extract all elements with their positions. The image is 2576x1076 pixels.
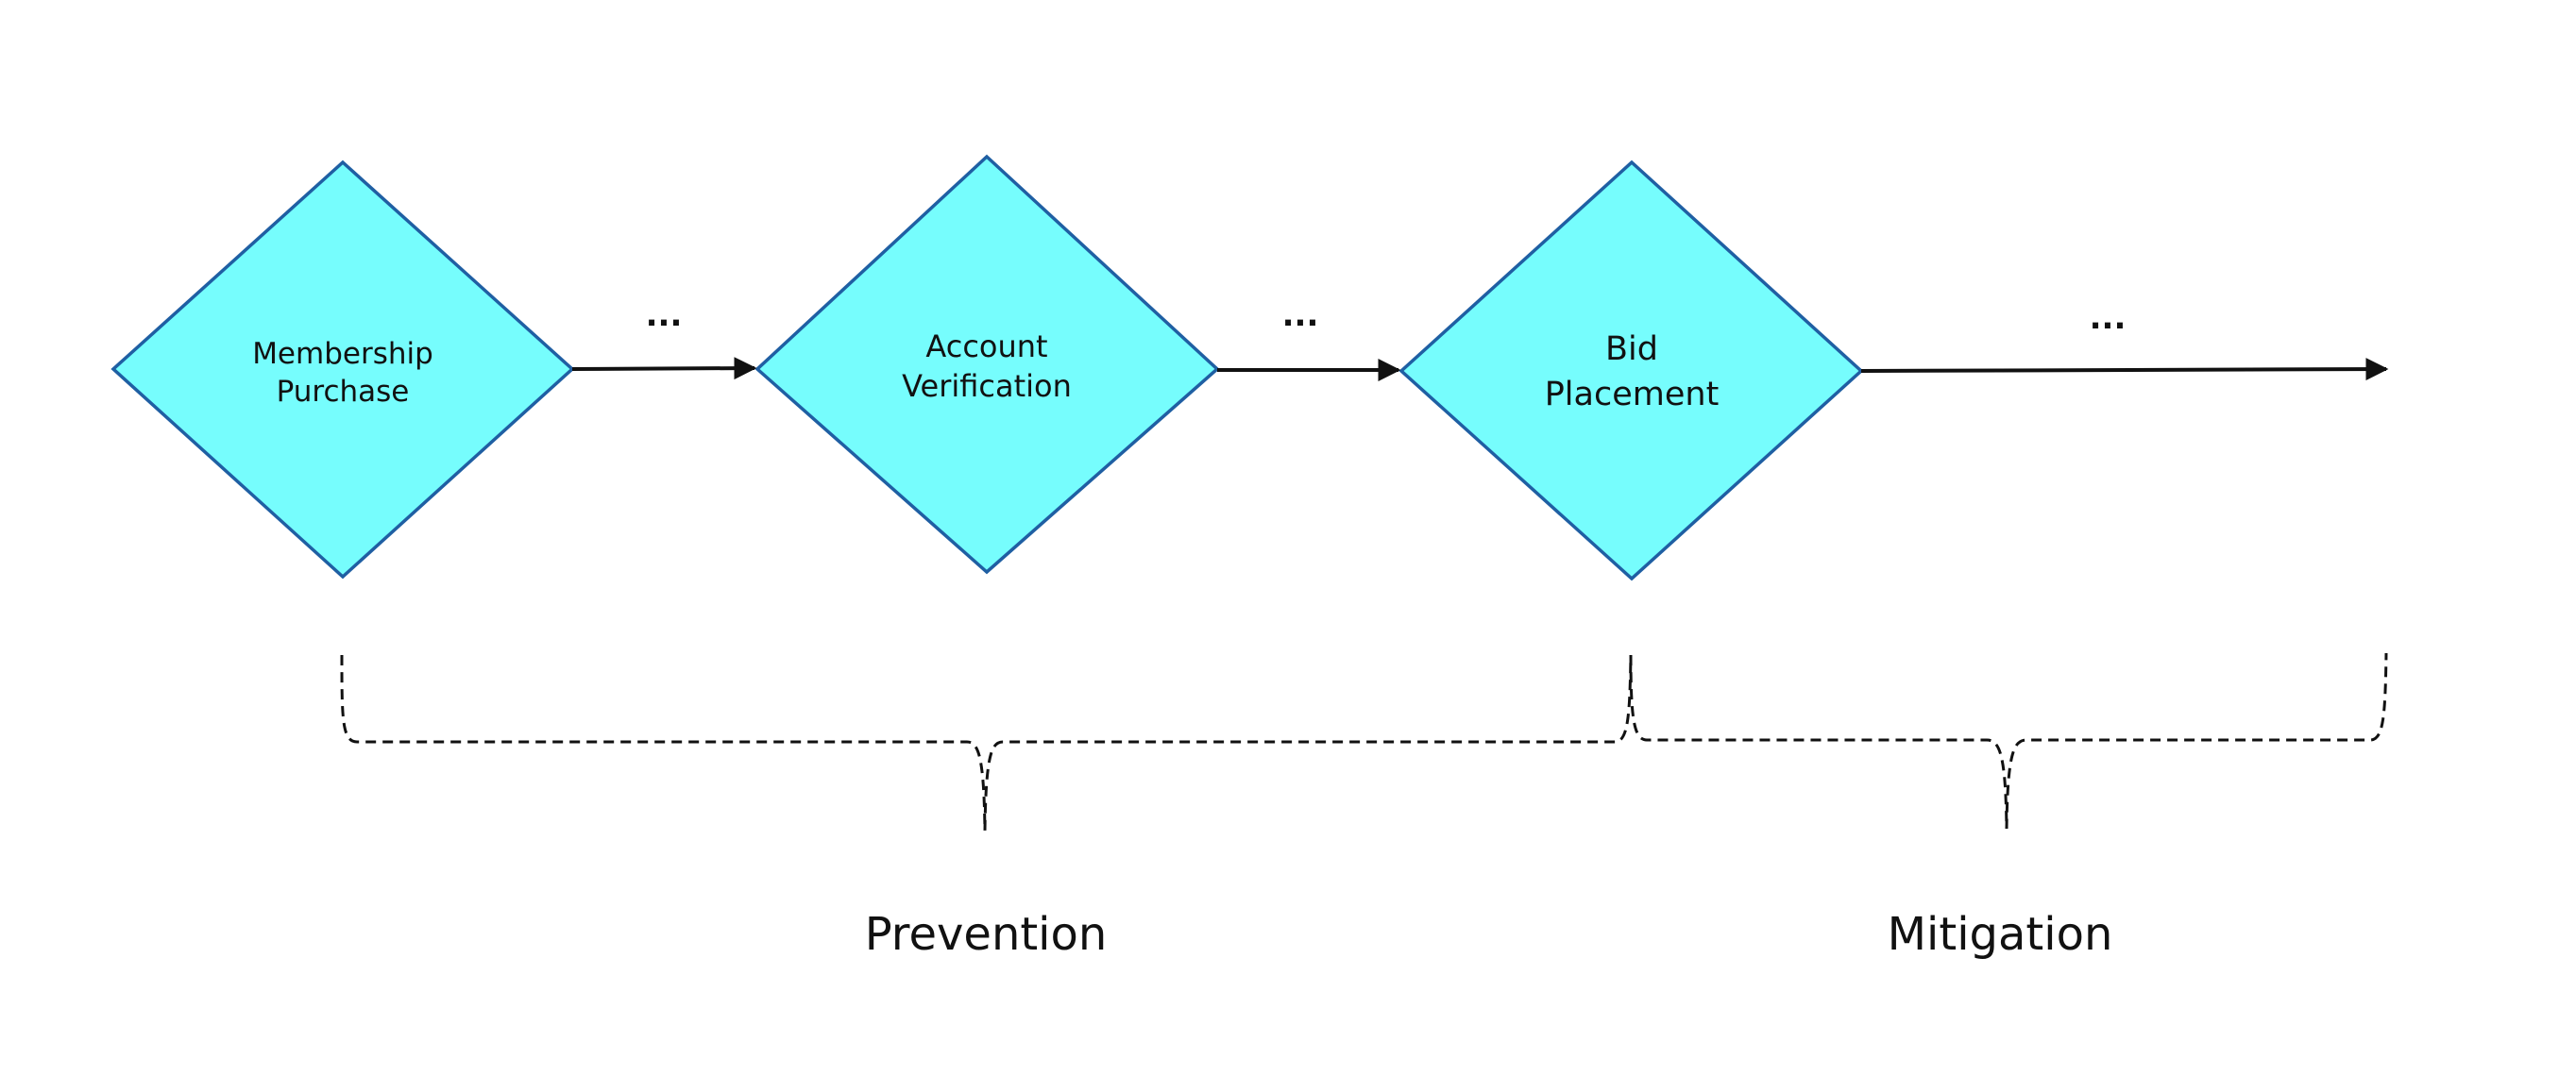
arrow-line (1860, 358, 2389, 381)
phase-label-mitigation: Mitigation (1888, 908, 2113, 961)
connector-2[interactable]: ... (1217, 296, 1401, 381)
node-label-line-1: Account (925, 328, 1047, 364)
arrow-line (571, 357, 757, 380)
mitigation-brace: Mitigation (1629, 652, 2388, 961)
node-label-line-1: Bid (1605, 330, 1658, 368)
brace-line (340, 654, 1633, 832)
connector-label: ... (2090, 299, 2127, 337)
node-label-line-2: Placement (1545, 376, 1720, 413)
node-label-line-2: Purchase (277, 375, 410, 409)
prevention-brace: Prevention (340, 654, 1633, 961)
node-label-line-1: Membership (252, 337, 433, 371)
connector-3[interactable]: ... (1860, 299, 2389, 381)
node-membership-purchase[interactable]: Membership Purchase (110, 160, 575, 580)
diamond-shape (110, 160, 575, 580)
connector-label: ... (646, 296, 683, 334)
connector-1[interactable]: ... (571, 296, 757, 380)
diamond-shape (1398, 160, 1864, 581)
phase-label-prevention: Prevention (865, 908, 1108, 961)
node-account-verification[interactable]: Account Verification (754, 154, 1220, 575)
node-bid-placement[interactable]: Bid Placement (1398, 160, 1864, 581)
connector-label: ... (1282, 296, 1319, 334)
brace-line (1629, 652, 2388, 830)
diamond-shape (754, 154, 1220, 575)
node-label-line-2: Verification (902, 368, 1072, 404)
